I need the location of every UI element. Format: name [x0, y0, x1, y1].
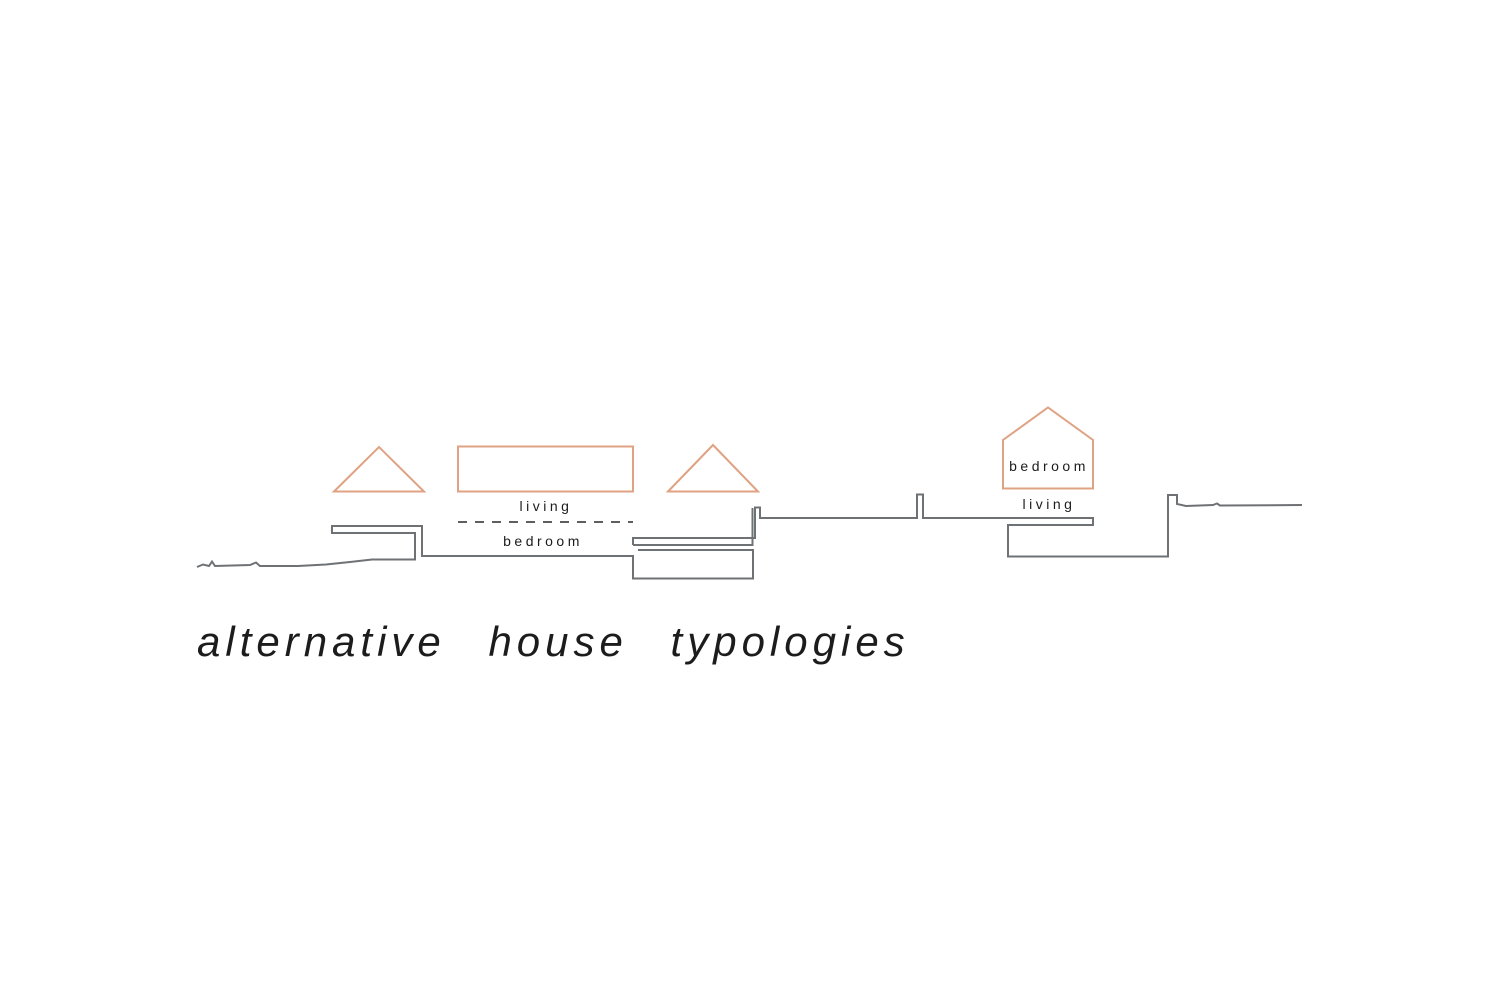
roof-triangle-middle	[665, 443, 761, 493]
slab-bottom-line	[633, 508, 754, 546]
ground-section-left	[196, 525, 754, 580]
label-right-living: living	[1022, 496, 1076, 512]
living-volume-rectangle	[457, 445, 634, 493]
bedroom-house-outline	[1002, 406, 1094, 490]
label-right-bedroom: bedroom	[1009, 458, 1089, 474]
label-mid-living: living	[519, 498, 573, 514]
roof-triangle-left	[331, 445, 427, 493]
page-title: alternative house typologies	[197, 618, 910, 665]
deck-section-right	[632, 493, 1303, 558]
label-mid-bedroom: bedroom	[503, 533, 583, 549]
